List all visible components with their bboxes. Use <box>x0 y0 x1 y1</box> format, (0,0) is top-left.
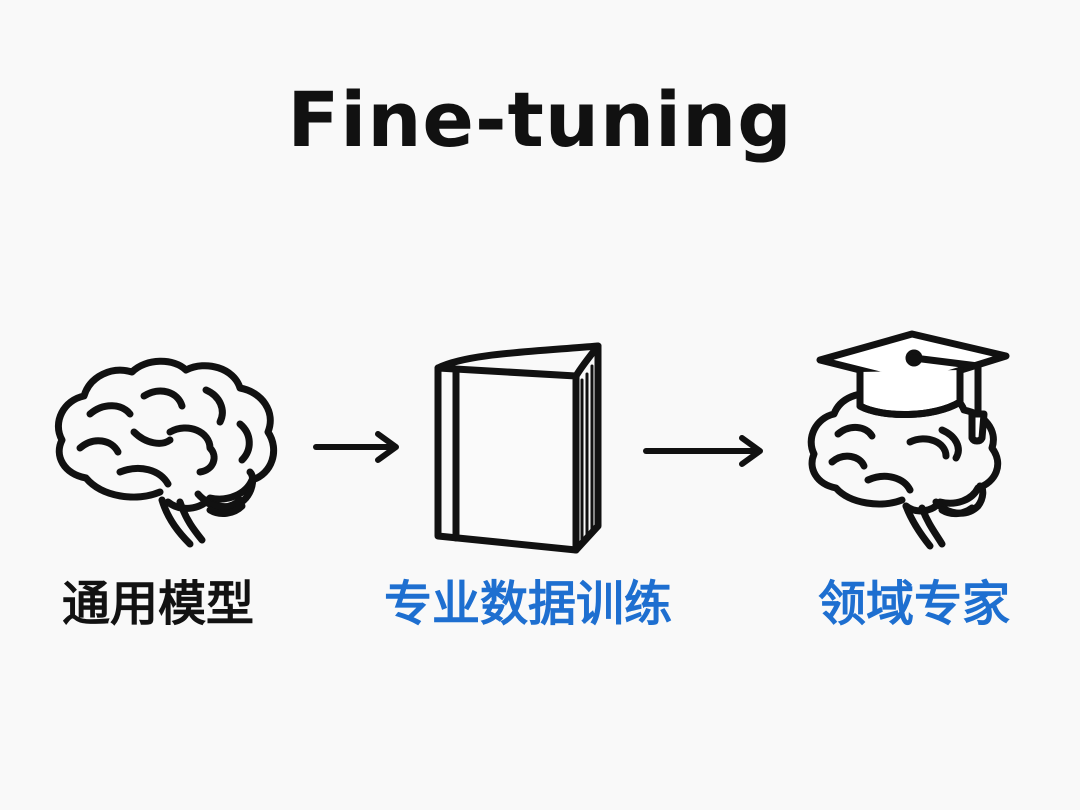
brain-icon <box>54 357 278 548</box>
arrow-right-icon <box>643 435 763 467</box>
diagram-title: Fine-tuning <box>287 75 793 164</box>
stage-label-general-model: 通用模型 <box>61 576 254 632</box>
graduate-brain-icon <box>807 330 1010 550</box>
stage-label-domain-expert: 领域专家 <box>817 576 1010 632</box>
stage-label-domain-data-training: 专业数据训练 <box>383 576 672 632</box>
book-icon <box>434 342 602 554</box>
arrow-right-icon <box>313 431 399 463</box>
